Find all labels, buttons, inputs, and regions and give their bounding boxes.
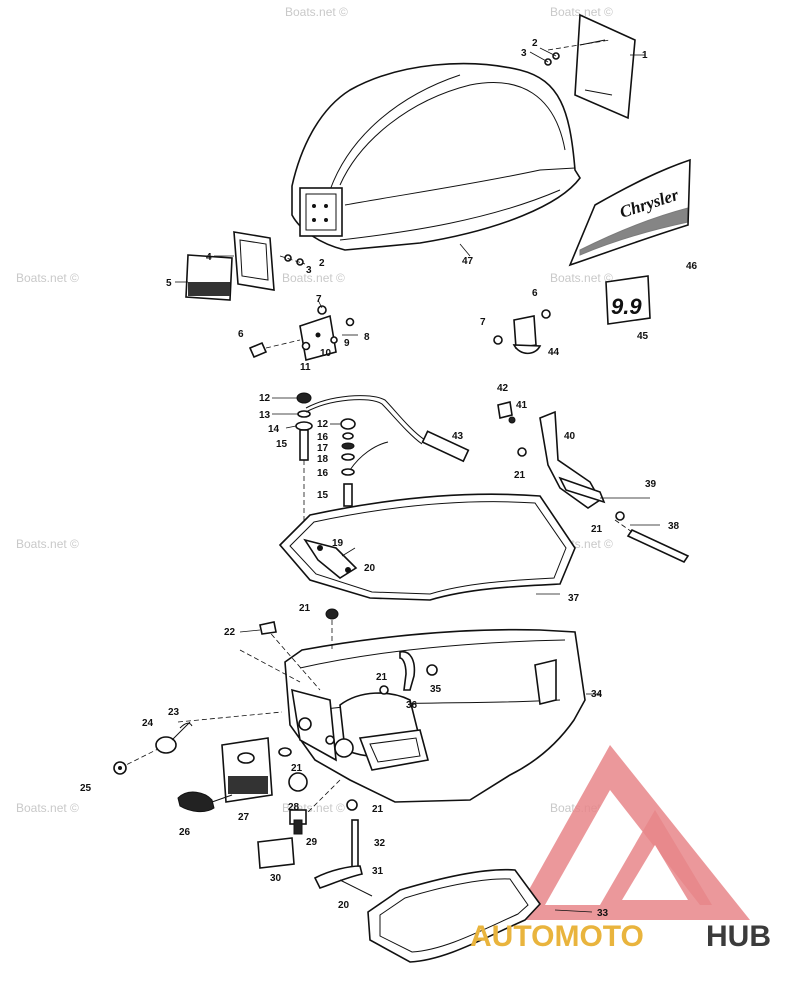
callout-label: 11: [300, 362, 311, 373]
upper-cowl: [291, 62, 581, 251]
watermark-text: Boats.net ©: [550, 5, 613, 19]
callout-label: 44: [548, 347, 560, 358]
callout-label: 12: [259, 393, 271, 404]
choke-knob: [177, 791, 233, 813]
watermark-text: Boats.net ©: [282, 271, 345, 285]
callout-label: 16: [317, 468, 329, 479]
callout-label: 1: [642, 50, 648, 61]
callout-label: 8: [364, 332, 370, 343]
fuel-fitting: [289, 809, 307, 835]
callout-label: 45: [637, 331, 649, 342]
callout-label: 21: [591, 524, 603, 535]
callout-label: 3: [306, 265, 312, 276]
leader-lines: [175, 47, 660, 913]
control-plate: [221, 737, 308, 803]
callout-label: 20: [364, 563, 376, 574]
callout-label: 25: [80, 783, 92, 794]
callout-label: 32: [374, 838, 386, 849]
callout-label: 38: [668, 521, 680, 532]
cover-plate: [257, 837, 295, 869]
callout-label: 7: [316, 294, 322, 305]
callout-label: 42: [497, 383, 509, 394]
callout-label: 34: [591, 689, 603, 700]
fasteners: [259, 608, 438, 811]
callout-label: 27: [238, 812, 250, 823]
callout-label: 46: [686, 261, 698, 272]
callout-label: 15: [276, 439, 288, 450]
callout-label: 40: [564, 431, 576, 442]
callout-label: 15: [317, 490, 329, 501]
callout-label: 31: [372, 866, 384, 877]
callout-label: 17: [317, 443, 329, 454]
automotohub-logo: AUTOMOTO HUB: [470, 920, 771, 953]
model-decal-text: 9.9: [611, 294, 642, 319]
callout-label: 5: [166, 278, 172, 289]
callout-label: 16: [317, 432, 329, 443]
watermark-text: Boats.net ©: [16, 801, 79, 815]
callout-label: 10: [320, 348, 332, 359]
callout-label: 47: [462, 256, 474, 267]
callout-label: 12: [317, 419, 329, 430]
lower-cowl-pan: [284, 628, 586, 803]
bracket-plate: [544, 13, 645, 120]
model-decal: 9.9: [605, 275, 651, 325]
callout-label: 2: [319, 258, 325, 269]
release-lever: [313, 819, 373, 897]
callout-label: 29: [306, 837, 318, 848]
logo-triangle-icon: [512, 745, 750, 920]
watermark-text: Boats.net ©: [550, 271, 613, 285]
shift-knob: [113, 721, 193, 775]
callout-label: 22: [224, 627, 236, 638]
latch-bracket-left: [248, 305, 355, 361]
callout-label: 3: [521, 48, 527, 59]
callout-label: 21: [514, 470, 526, 481]
callout-label: 41: [516, 400, 528, 411]
bottom-gasket: [367, 868, 542, 963]
callout-label: 30: [270, 873, 282, 884]
callout-label: 21: [372, 804, 384, 815]
callout-label: 14: [268, 424, 280, 435]
callout-label: 6: [238, 329, 244, 340]
watermark-text: Boats.net ©: [285, 5, 348, 19]
callout-label: 9: [344, 338, 350, 349]
callout-label: 13: [259, 410, 271, 421]
assembly-guides: [119, 620, 341, 821]
callout-label: 33: [597, 908, 609, 919]
callout-label: 24: [142, 718, 154, 729]
callout-label: 6: [532, 288, 538, 299]
callout-label: 21: [291, 763, 303, 774]
side-decal: Chrysler: [568, 158, 691, 267]
callout-label: 18: [317, 454, 329, 465]
watermark-text: Boats.net ©: [16, 271, 79, 285]
callout-label: 7: [480, 317, 486, 328]
callout-label: 36: [406, 700, 418, 711]
callout-label: 19: [332, 538, 344, 549]
callout-labels: 1 2 3 47 46 4 2 3 5 7 6 8 9 10 11 6 7 44…: [80, 38, 698, 919]
callout-label: 23: [168, 707, 180, 718]
callout-label: 21: [376, 672, 388, 683]
lever-assembly: [497, 401, 690, 564]
callout-label: 35: [430, 684, 442, 695]
callout-label: 43: [452, 431, 464, 442]
callout-label: 28: [288, 802, 300, 813]
callout-label: 26: [179, 827, 191, 838]
callout-label: 37: [568, 593, 580, 604]
cowl-seal: [278, 493, 576, 601]
callout-label: 21: [299, 603, 311, 614]
callout-label: 20: [338, 900, 350, 911]
callout-label: 4: [206, 252, 212, 263]
watermark-text: Boats.net ©: [16, 537, 79, 551]
latch-linkage: [295, 392, 470, 540]
latch-bracket-right: [493, 309, 551, 355]
latch-plate: [185, 231, 306, 301]
callout-label: 2: [532, 38, 538, 49]
callout-label: 39: [645, 479, 657, 490]
logo-text-secondary: HUB: [706, 920, 771, 953]
logo-text-primary: AUTOMOTO: [470, 920, 644, 953]
